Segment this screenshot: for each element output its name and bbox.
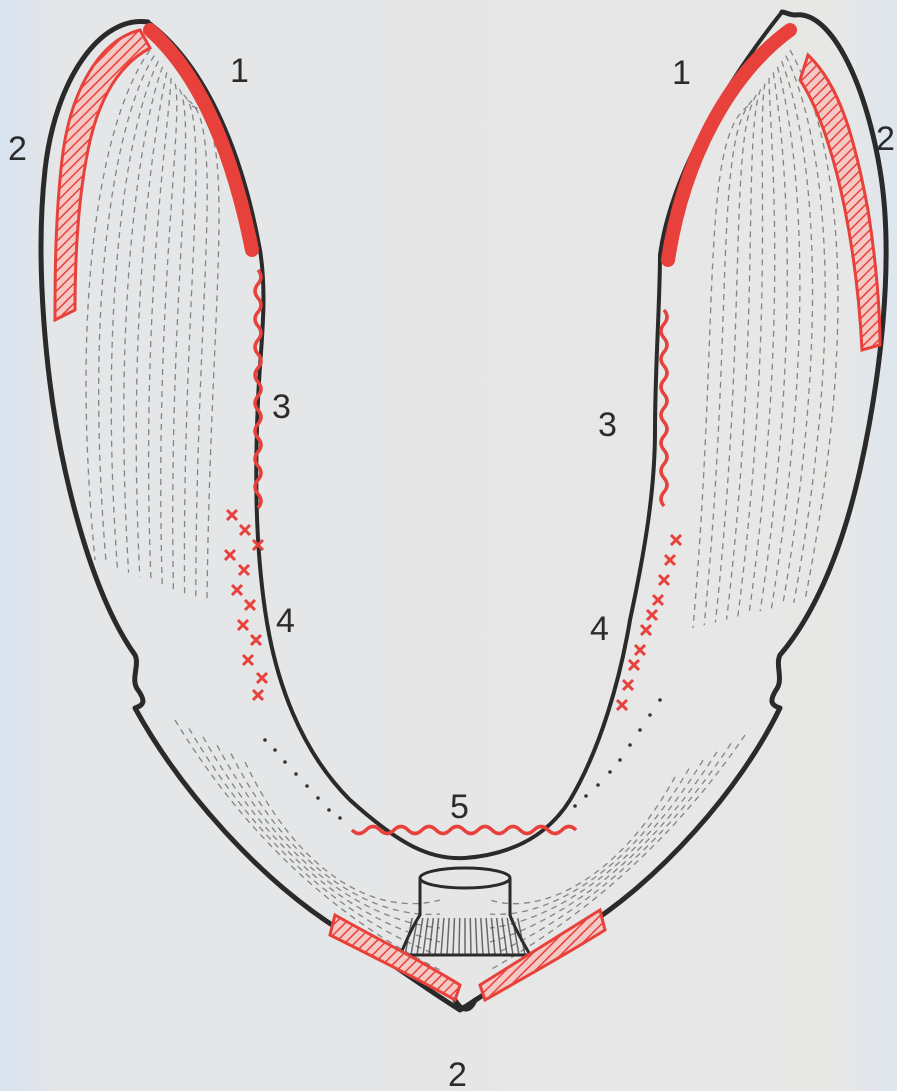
label-left-3: 3 — [272, 388, 291, 426]
dot-mark — [283, 760, 287, 764]
dot-mark — [294, 772, 298, 776]
dot-mark — [263, 738, 267, 742]
zone-2-bottom-left-band — [330, 915, 460, 1000]
dot-mark — [608, 770, 612, 774]
dot-mark — [327, 808, 331, 812]
dot-mark — [584, 794, 588, 798]
dot-mark — [658, 698, 662, 702]
label-bottom-2: 2 — [448, 1056, 467, 1091]
dot-mark — [273, 748, 277, 752]
zone-3-right-mark — [661, 310, 667, 506]
label-left-4: 4 — [276, 602, 295, 640]
dot-mark — [305, 784, 309, 788]
zone-4-left-mark — [225, 510, 267, 700]
outer-outline — [41, 12, 886, 1010]
inner-outline — [148, 12, 782, 858]
dot-mark — [648, 713, 652, 717]
dot-mark — [628, 743, 632, 747]
dot-mark — [638, 728, 642, 732]
wall-shading — [86, 50, 838, 970]
label-right-1: 1 — [672, 54, 691, 92]
dot-mark — [573, 804, 577, 808]
dot-mark — [596, 783, 600, 787]
label-right-2: 2 — [876, 120, 895, 158]
zone-2-right-band — [800, 55, 880, 350]
label-right-3: 3 — [598, 406, 617, 444]
dot-mark — [618, 758, 622, 762]
zone-4-right-mark — [617, 535, 681, 710]
dot-mark — [316, 796, 320, 800]
label-right-4: 4 — [590, 610, 609, 648]
label-left-1: 1 — [230, 52, 249, 90]
dot-mark — [338, 816, 342, 820]
label-left-2: 2 — [8, 130, 27, 168]
label-center-5: 5 — [450, 788, 469, 826]
frog-stump — [400, 868, 530, 955]
